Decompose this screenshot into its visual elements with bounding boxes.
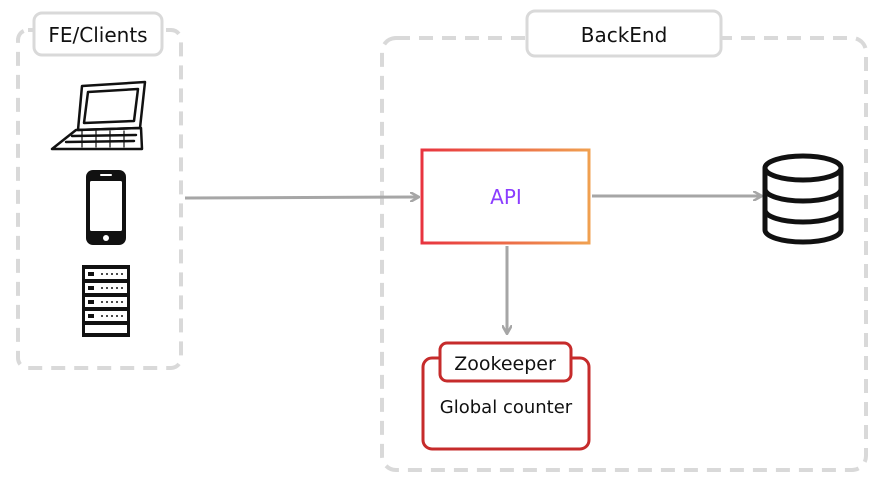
backend-group-label: BackEnd: [581, 23, 668, 47]
server-rack-icon: [82, 265, 130, 337]
backend-group-label-box: [525, 9, 723, 58]
clients-to-api-arrow: [184, 197, 418, 198]
clients-group-label: FE/Clients: [48, 23, 147, 47]
zookeeper-label: Zookeeper: [454, 353, 556, 375]
clients-group: FE/Clients: [16, 11, 183, 370]
global-counter-label: Global counter: [440, 397, 573, 418]
api-label: API: [490, 185, 522, 209]
api-box: [420, 148, 591, 245]
zookeeper-node: Zookeeper Global counter: [421, 341, 591, 451]
smartphone-icon: [86, 170, 126, 245]
backend-group-border: [380, 36, 868, 472]
backend-group: BackEnd: [380, 9, 868, 472]
database-icon: [762, 153, 844, 245]
api-node: API: [420, 148, 591, 245]
laptop-icon: [50, 80, 147, 151]
zookeeper-tab: [438, 341, 573, 383]
clients-group-label-box: [32, 11, 164, 57]
